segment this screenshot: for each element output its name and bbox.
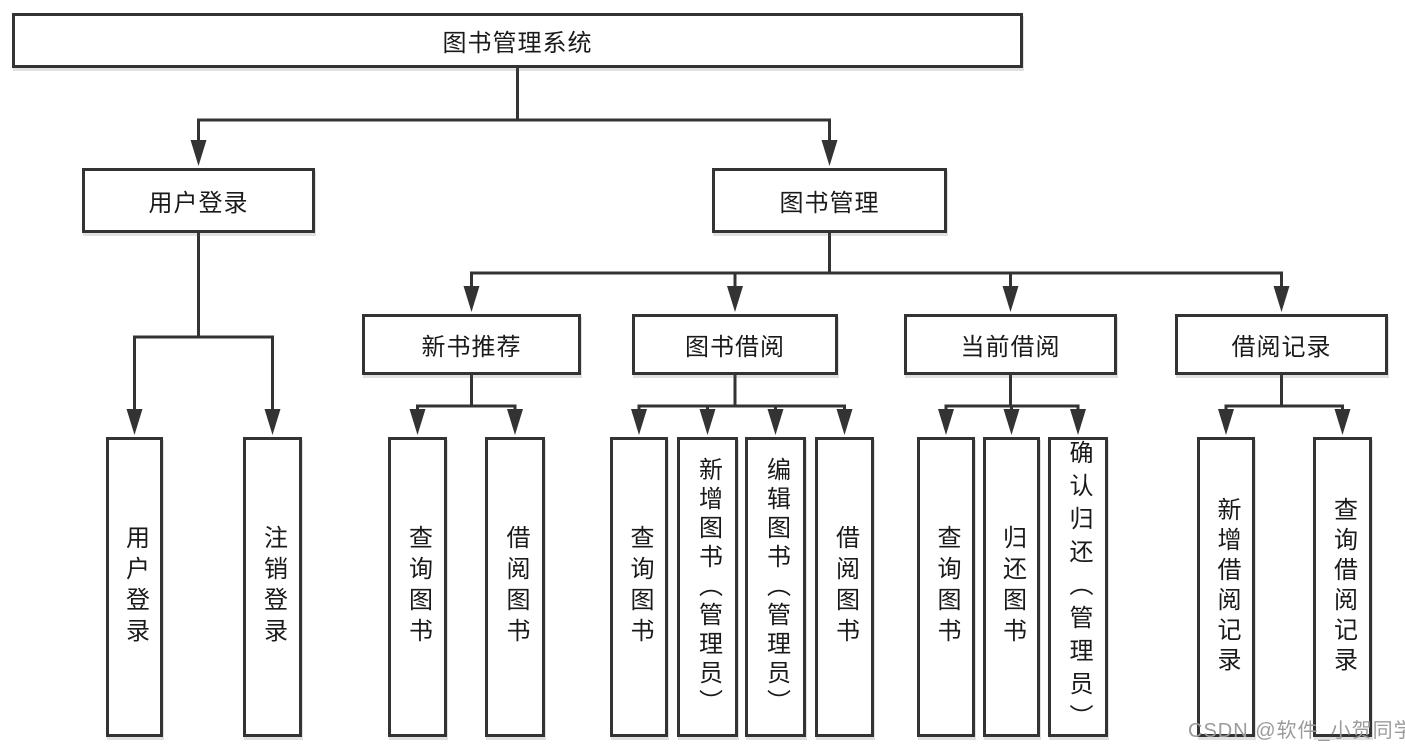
arrowhead-icon	[727, 286, 743, 312]
arrowhead-icon	[409, 409, 426, 435]
arrowhead-group	[126, 140, 1351, 435]
leaf-logout: 注销登录	[243, 437, 302, 737]
node-new-book-recommend: 新书推荐	[362, 314, 581, 375]
arrowhead-icon	[1334, 409, 1351, 435]
arrowhead-icon	[1273, 286, 1290, 312]
leaf-return-book: 归还图书	[983, 437, 1040, 737]
arrowhead-icon	[507, 409, 523, 435]
node-book-borrow: 图书借阅	[632, 314, 838, 375]
leaf-edit-book-admin: 编辑图书（管理员）	[745, 437, 806, 737]
arrowhead-icon	[463, 286, 480, 312]
leaf-add-borrow-record: 新增借阅记录	[1197, 437, 1255, 737]
node-root-system: 图书管理系统	[12, 13, 1023, 68]
arrowhead-icon	[264, 409, 281, 435]
node-user-login: 用户登录	[82, 168, 315, 233]
arrowhead-icon	[1002, 286, 1019, 312]
arrowhead-icon	[190, 140, 207, 166]
arrowhead-icon	[836, 409, 853, 435]
arrowhead-icon	[767, 409, 784, 435]
node-borrow-records: 借阅记录	[1175, 314, 1388, 375]
leaf-query-books-recommend: 查询图书	[388, 437, 447, 737]
arrowhead-icon	[821, 140, 838, 166]
watermark: CSDN @软件_小贺同学	[1188, 720, 1405, 742]
leaf-query-books-borrow: 查询图书	[610, 437, 668, 737]
leaf-borrow-books: 借阅图书	[815, 437, 874, 737]
node-current-borrow: 当前借阅	[904, 314, 1117, 375]
arrowhead-icon	[1070, 409, 1086, 435]
node-book-management: 图书管理	[712, 168, 947, 233]
arrowhead-icon	[938, 409, 954, 435]
arrowhead-icon	[126, 409, 143, 435]
leaf-query-borrow-record: 查询借阅记录	[1313, 437, 1372, 737]
leaf-user-login: 用户登录	[106, 437, 163, 737]
arrowhead-icon	[1003, 409, 1020, 435]
leaf-confirm-return-admin: 确认归还（管理员）	[1048, 437, 1108, 737]
leaf-borrow-books-recommend: 借阅图书	[485, 437, 545, 737]
arrowhead-icon	[699, 409, 716, 435]
leaf-add-book-admin: 新增图书（管理员）	[677, 437, 738, 737]
arrowhead-icon	[631, 409, 647, 435]
arrowhead-icon	[1218, 409, 1234, 435]
leaf-query-books-current: 查询图书	[917, 437, 975, 737]
